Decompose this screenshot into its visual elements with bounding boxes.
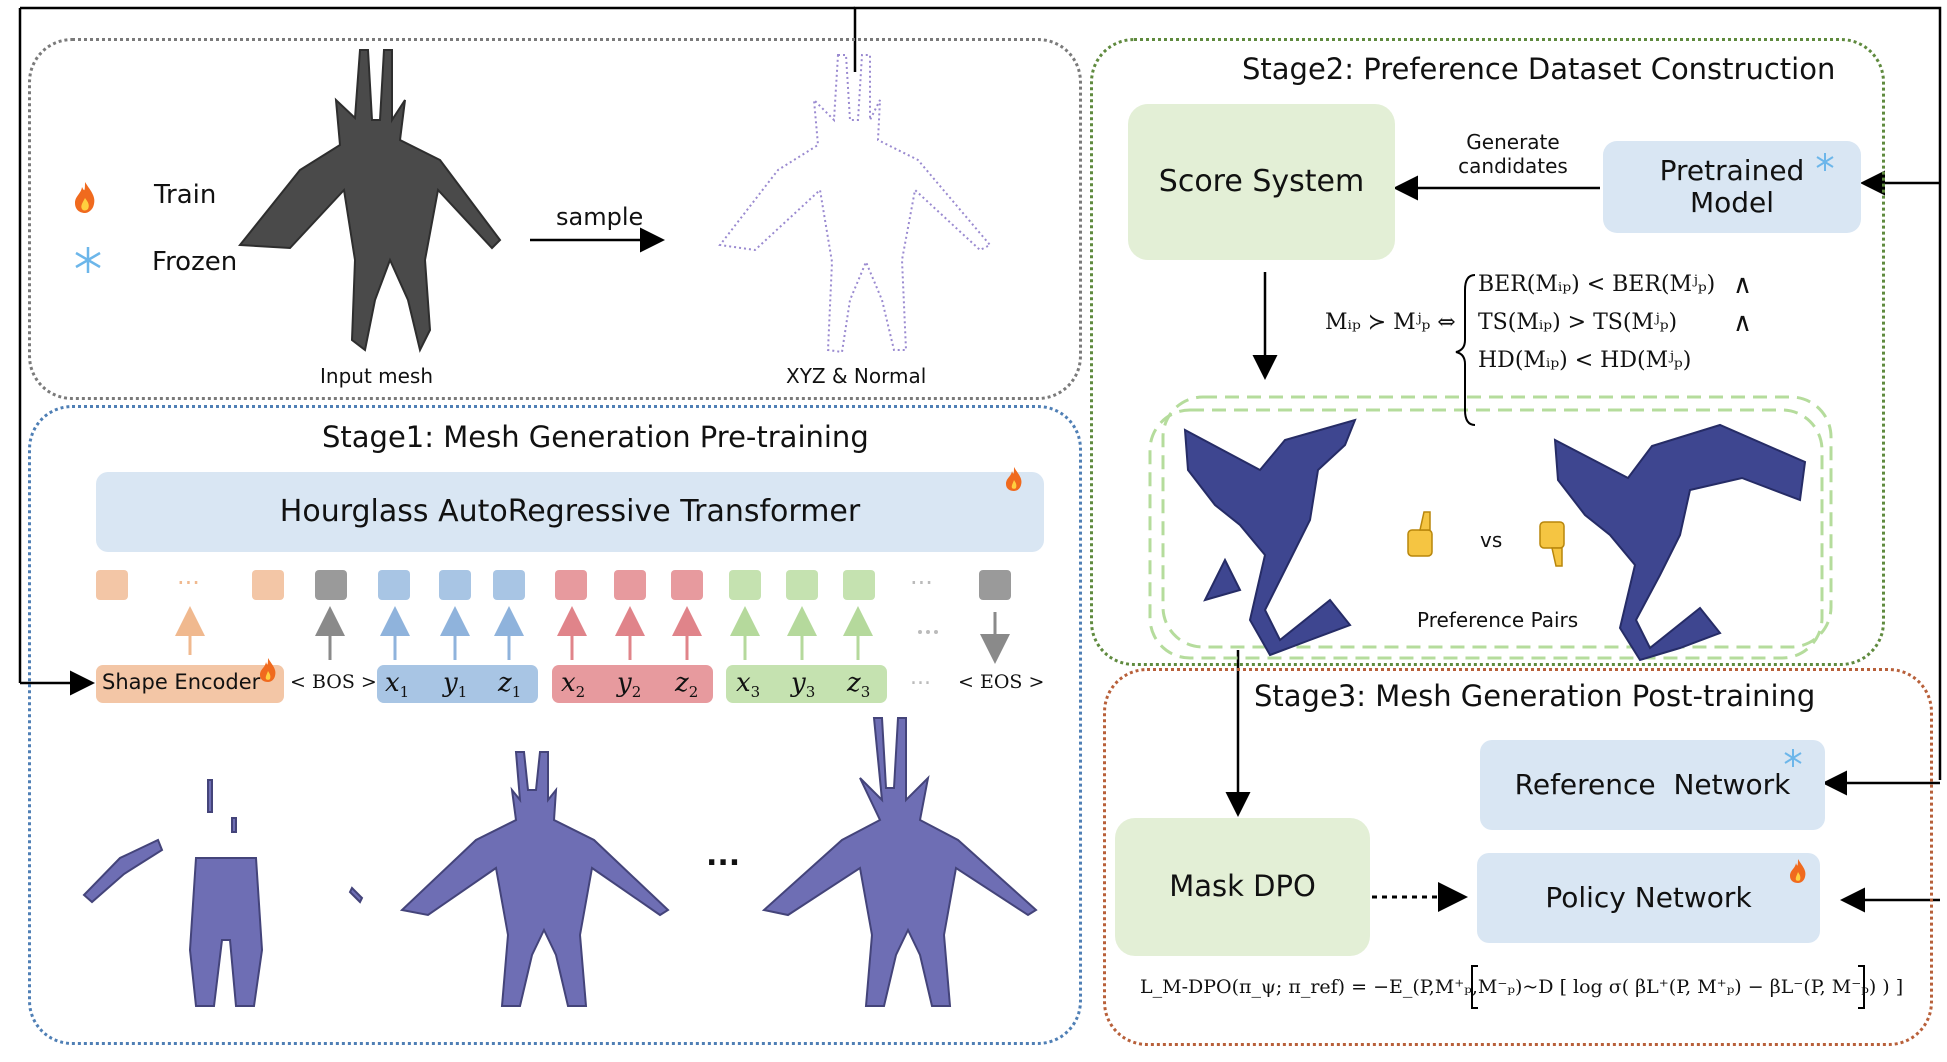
- stage1-panel: [28, 405, 1082, 1045]
- token-bos: [315, 570, 347, 600]
- policy-network-box: Policy Network: [1477, 853, 1820, 943]
- fire-icon: [258, 657, 278, 683]
- sequence-ellipsis: ...: [910, 665, 931, 690]
- input-mesh-caption: Input mesh: [320, 364, 434, 388]
- loss-formula: L_M-DPO(π_ψ; π_ref) = −E_(P,M⁺ₚ,M⁻ₚ)~D […: [1140, 976, 1904, 998]
- token-shape-1: [96, 570, 128, 600]
- complete-mesh: [761, 717, 1038, 1007]
- input-panel: [28, 38, 1082, 400]
- label-y3: y3: [791, 668, 816, 702]
- token-y2: [614, 570, 646, 600]
- dot-column: [918, 630, 938, 634]
- condition-hd: HD(Mᵢₚ) < HD(Mʲₚ): [1478, 348, 1692, 373]
- and-symbol-2: ∧: [1733, 308, 1753, 338]
- input-mesh: [238, 49, 502, 353]
- condition-brace: [1455, 274, 1476, 426]
- preference-pairs-label: Preference Pairs: [1417, 608, 1579, 632]
- fire-icon: [1004, 466, 1024, 492]
- label-z1: z1: [498, 668, 522, 702]
- transformer-box: Hourglass AutoRegressive Transformer: [96, 472, 1044, 552]
- policy-network-label: Policy Network: [1545, 880, 1752, 914]
- snowflake-icon: [1783, 748, 1803, 768]
- and-symbol-1: ∧: [1733, 270, 1753, 300]
- score-system-label: Score System: [1158, 163, 1365, 199]
- shape-encoder-label: Shape Encoder: [102, 670, 261, 694]
- condition-ber: BER(Mᵢₚ) < BER(Mʲₚ): [1478, 272, 1716, 297]
- shape-encoder-box: [96, 665, 284, 703]
- transformer-label: Hourglass AutoRegressive Transformer: [279, 493, 861, 529]
- coords-group-2: [552, 665, 713, 703]
- condition-ts: TS(Mᵢₚ) > TS(Mʲₚ): [1478, 310, 1678, 335]
- token-z1: [493, 570, 525, 600]
- stage3-panel: [1103, 668, 1933, 1046]
- label-y2: y2: [617, 668, 642, 702]
- legend-frozen-label: Frozen: [152, 247, 238, 277]
- token-y1: [439, 570, 471, 600]
- partial-mesh-2: [399, 751, 670, 1007]
- thumbs-down-icon: [1539, 521, 1565, 567]
- pretrained-model-box: Pretrained Model: [1603, 141, 1861, 233]
- token-eos: [979, 570, 1011, 600]
- label-y1: y1: [443, 668, 468, 702]
- reference-network-label: Reference Network: [1514, 767, 1791, 801]
- generate-candidates-label: Generate candidates: [1458, 130, 1568, 178]
- bos-label: < BOS >: [290, 671, 377, 693]
- partial-mesh-1: [82, 779, 364, 1007]
- token-arrows: [175, 606, 1010, 664]
- xyz-normal-caption: XYZ & Normal: [786, 364, 927, 388]
- label-z2: z2: [675, 668, 699, 702]
- label-x1: x1: [385, 668, 410, 702]
- snowflake-icon: [73, 245, 103, 275]
- label-z3: z3: [847, 668, 871, 702]
- score-system-box: Score System: [1128, 104, 1395, 260]
- token-y3: [786, 570, 818, 600]
- token-ellipsis: ...: [910, 562, 933, 590]
- mask-dpo-box: Mask DPO: [1115, 818, 1370, 956]
- reference-network-box: Reference Network: [1480, 740, 1825, 830]
- coords-group-1: [377, 665, 538, 703]
- token-x3: [729, 570, 761, 600]
- dragon-bad: [1553, 423, 1807, 662]
- stage3-title: Stage3: Mesh Generation Post-training: [1254, 679, 1816, 713]
- vs-label: vs: [1480, 528, 1503, 552]
- thumbs-up-icon: [1407, 511, 1433, 557]
- token-x1: [378, 570, 410, 600]
- label-x2: x2: [561, 668, 586, 702]
- sample-label: sample: [556, 203, 644, 231]
- fire-icon: [1788, 858, 1808, 884]
- stage2-title: Stage2: Preference Dataset Construction: [1242, 52, 1836, 86]
- token-shape-2: [252, 570, 284, 600]
- stage2-panel: [1090, 38, 1885, 666]
- progress-ellipsis: ...: [706, 838, 741, 873]
- pretrained-model-label: Pretrained Model: [1659, 153, 1805, 219]
- fire-icon: [72, 180, 98, 214]
- token-z2: [671, 570, 703, 600]
- legend-train-label: Train: [154, 180, 217, 210]
- token-z3: [843, 570, 875, 600]
- condition-lhs: Mᵢₚ ≻ Mʲₚ ⇔: [1325, 310, 1456, 335]
- snowflake-icon: [1815, 152, 1835, 172]
- dragon-good: [1183, 418, 1357, 657]
- loss-brackets: [1471, 965, 1865, 1009]
- preference-pairs-frame: [1148, 395, 1833, 660]
- stage1-title: Stage1: Mesh Generation Pre-training: [322, 420, 869, 454]
- token-x2: [555, 570, 587, 600]
- coords-group-3: [726, 665, 887, 703]
- label-x3: x3: [736, 668, 761, 702]
- shape-token-ellipsis: ...: [177, 562, 200, 590]
- eos-label: < EOS >: [958, 671, 1045, 693]
- mask-dpo-label: Mask DPO: [1169, 869, 1316, 904]
